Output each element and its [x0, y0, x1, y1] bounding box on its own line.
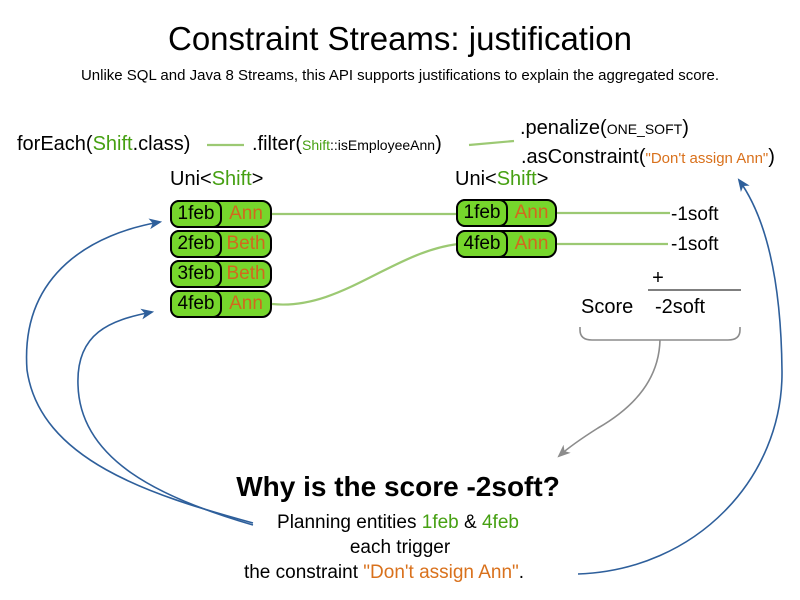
code-foreach-pre: forEach(: [17, 133, 93, 155]
explanation-line-entities: Planning entities 1feb & 4feb: [0, 511, 798, 534]
why-heading: Why is the score -2soft?: [236, 471, 560, 502]
left-type-post: >: [251, 168, 264, 190]
explanation-line-constraint: the constraint "Don't assign Ann".: [0, 561, 784, 584]
left-stream-type-label: Uni<Shift>: [170, 167, 263, 191]
right-type-post: >: [536, 168, 549, 190]
shift-employee: Beth: [226, 263, 266, 284]
shift-date: 1feb: [456, 199, 508, 227]
right-type-name: Shift: [496, 168, 537, 190]
left-type-name: Shift: [211, 168, 252, 190]
entities-amp: &: [458, 512, 482, 533]
page-subtitle: Unlike SQL and Java 8 Streams, this API …: [80, 67, 720, 84]
code-asconstraint: .asConstraint("Don't assign Ann"): [521, 144, 775, 172]
shift-row-1feb-left: 1feb Ann: [170, 200, 272, 228]
code-filter-arg-class: Shift: [302, 137, 331, 153]
code-penalize-post: ): [682, 117, 689, 139]
shift-date: 3feb: [170, 260, 222, 288]
code-filter-arg-rest: ::isEmployeeAnn: [330, 137, 436, 153]
code-penalize-arg: ONE_SOFT: [606, 121, 683, 137]
page-title: Constraint Streams: justification: [167, 20, 632, 57]
code-foreach-class: Shift: [92, 133, 133, 155]
shift-employee: Ann: [514, 202, 549, 223]
score-to-why-arrow: [557, 339, 661, 458]
shift-row-4feb-left: 4feb Ann: [170, 290, 272, 318]
shift-row-1feb-right: 1feb Ann: [456, 199, 557, 227]
penalty-value-2: -1soft: [671, 234, 719, 255]
justification-arrow-1feb: [25, 218, 254, 524]
shift-employee: Ann: [514, 233, 549, 254]
code-asconstraint-post: ): [768, 146, 775, 168]
code-asconstraint-arg: "Don't assign Ann": [645, 150, 769, 167]
code-filter: .filter(Shift::isEmployeeAnn): [252, 131, 442, 158]
shift-employee: Ann: [229, 203, 263, 224]
shift-employee: Beth: [226, 233, 266, 254]
code-filter-pre: .filter(: [252, 133, 302, 155]
code-penalize-pre: .penalize(: [520, 117, 607, 139]
shift-employee: Ann: [229, 293, 263, 314]
score-brace: [579, 327, 741, 341]
shift-date: 1feb: [170, 200, 222, 228]
explanation-line-trigger: each trigger: [349, 537, 451, 558]
code-foreach-post: .class): [132, 133, 191, 155]
code-filter-post: ): [435, 133, 442, 155]
code-penalize: .penalize(ONE_SOFT): [520, 115, 689, 142]
constraint-name: "Don't assign Ann": [363, 562, 519, 583]
match-line-4feb: [271, 242, 459, 306]
shift-row-3feb-left: 3feb Beth: [170, 260, 272, 288]
entity-4feb: 4feb: [481, 512, 519, 533]
plus-sign: +: [652, 267, 664, 289]
score-label: Score: [581, 296, 634, 318]
stream-link-filter-penalize: [468, 139, 515, 147]
shift-date: 4feb: [456, 230, 508, 258]
shift-date: 4feb: [170, 290, 222, 318]
constraint-post: .: [518, 562, 525, 583]
entity-1feb: 1feb: [421, 512, 459, 533]
shift-row-4feb-right: 4feb Ann: [456, 230, 557, 258]
shift-date: 2feb: [170, 230, 222, 258]
penalty-value-1: -1soft: [671, 204, 719, 225]
right-type-pre: Uni<: [455, 168, 497, 190]
code-asconstraint-pre: .asConstraint(: [521, 146, 646, 168]
justification-arrow-4feb: [77, 308, 254, 526]
constraint-pre: the constraint: [243, 562, 364, 583]
code-foreach: forEach(Shift.class): [17, 131, 190, 157]
score-total: -2soft: [655, 296, 706, 318]
entities-pre: Planning entities: [277, 512, 422, 533]
right-stream-type-label: Uni<Shift>: [455, 167, 548, 191]
left-type-pre: Uni<: [170, 168, 212, 190]
shift-row-2feb-left: 2feb Beth: [170, 230, 272, 258]
justification-arrow-constraint: [577, 178, 783, 575]
